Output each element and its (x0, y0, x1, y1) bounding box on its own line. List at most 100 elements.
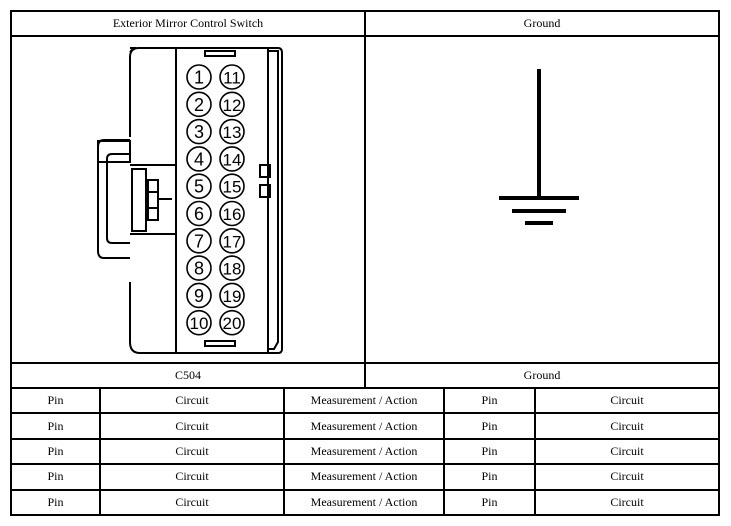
pin-circle (186, 255, 212, 281)
table-cell-text: Pin (47, 469, 64, 484)
table-cell-pin: Pin (10, 437, 101, 466)
pin-number: 18 (223, 260, 242, 279)
pin-number: 20 (223, 314, 242, 333)
table-cell-circuit: Circuit (99, 437, 285, 466)
table-cell-circuit: Circuit (99, 387, 285, 415)
table-cell-circuit: Circuit (534, 463, 720, 491)
pin-number: 10 (190, 314, 209, 333)
pin-circle (219, 282, 245, 309)
table-cell-text: Measurement / Action (310, 418, 418, 433)
pin-number: 1 (194, 68, 204, 88)
left-title-cell: Exterior Mirror Control Switch (10, 10, 366, 37)
pin-circle (219, 309, 245, 336)
connector-label-cell: C504 (10, 362, 366, 389)
table-cell-text: Circuit (175, 469, 209, 484)
pin-circle (219, 91, 245, 118)
table-cell-pin: Pin (10, 488, 101, 516)
table-cell-text: Pin (47, 418, 64, 433)
pin-number: 2 (194, 95, 204, 115)
table-cell-text: Pin (47, 443, 64, 458)
table-cell-text: Circuit (610, 418, 644, 433)
pin-7: 7 (186, 228, 212, 254)
table-cell-text: Pin (481, 469, 498, 484)
ground-label-cell: Ground (364, 362, 720, 389)
table-cell-pin: Pin (443, 387, 536, 415)
pin-number: 6 (194, 204, 204, 224)
table-cell-text: Circuit (610, 393, 644, 408)
pin-number: 16 (223, 205, 242, 224)
left-title: Exterior Mirror Control Switch (112, 16, 264, 30)
pin-number: 7 (194, 231, 204, 251)
table-cell-pin: Pin (443, 463, 536, 491)
pin-15: 15 (219, 173, 245, 199)
pin-circle (186, 64, 212, 90)
pin-number: 17 (223, 232, 242, 251)
pin-13: 13 (219, 118, 245, 145)
table-cell-text: Circuit (610, 469, 644, 484)
pin-5: 5 (186, 173, 212, 199)
table-cell-circuit: Circuit (99, 412, 285, 440)
table-cell-measurement-action: Measurement / Action (283, 488, 445, 516)
pin-circle (219, 64, 245, 90)
table-cell-pin: Pin (443, 437, 536, 466)
table-cell-measurement-action: Measurement / Action (283, 463, 445, 491)
table-cell-text: Pin (481, 443, 498, 458)
pin-10: 10 (186, 309, 212, 336)
table-cell-measurement-action: Measurement / Action (283, 437, 445, 466)
pin-9: 9 (186, 282, 212, 309)
right-title-cell: Ground (364, 10, 720, 37)
pin-number: 11 (223, 69, 241, 88)
table-cell-pin: Pin (10, 387, 101, 415)
table-cell-text: Pin (47, 393, 64, 408)
table-cell-circuit: Circuit (534, 437, 720, 466)
table-cell-circuit: Circuit (99, 463, 285, 491)
table-cell-text: Pin (47, 494, 64, 509)
pin-number: 14 (223, 150, 242, 169)
table-cell-text: Measurement / Action (310, 494, 418, 509)
pin-18: 18 (219, 255, 245, 281)
ground-symbol-icon (499, 69, 579, 225)
table-cell-measurement-action: Measurement / Action (283, 412, 445, 440)
table-cell-text: Measurement / Action (310, 443, 418, 458)
table-cell-text: Circuit (610, 443, 644, 458)
pin-number: 13 (223, 123, 242, 142)
table-cell-circuit: Circuit (534, 412, 720, 440)
pin-20: 20 (219, 309, 245, 336)
pin-8: 8 (186, 255, 212, 281)
connector-diagram-sheet: Exterior Mirror Control Switch Ground (10, 10, 720, 517)
pin-number: 5 (194, 177, 204, 197)
table-cell-text: Pin (481, 494, 498, 509)
table-cell-text: Circuit (175, 393, 209, 408)
ground-image-cell (364, 35, 720, 364)
table-cell-pin: Pin (443, 412, 536, 440)
table-cell-text: Circuit (175, 494, 209, 509)
pin-number: 15 (223, 178, 242, 197)
table-cell-pin: Pin (443, 488, 536, 516)
table-cell-text: Circuit (175, 418, 209, 433)
pin-17: 17 (219, 228, 245, 254)
pin-number: 4 (194, 149, 204, 169)
pin-12: 12 (219, 91, 245, 118)
pin-circle (219, 255, 245, 281)
pin-circle (219, 173, 245, 199)
pin-circle (186, 309, 212, 336)
pin-circle (219, 118, 245, 145)
table-cell-text: Measurement / Action (310, 393, 418, 408)
right-title: Ground (523, 16, 561, 30)
pin-circle (186, 91, 212, 118)
pin-2: 2 (186, 91, 212, 118)
pin-1: 1 (186, 64, 212, 90)
pin-19: 19 (219, 282, 245, 309)
table-cell-text: Measurement / Action (310, 469, 418, 484)
pin-circle (186, 228, 212, 254)
pin-number: 9 (194, 286, 204, 306)
pin-number: 3 (194, 122, 204, 142)
pin-number: 19 (223, 287, 242, 306)
pin-circle (186, 118, 212, 145)
pin-4: 4 (186, 146, 212, 172)
ground-label: Ground (523, 368, 561, 382)
pin-circle (186, 200, 212, 227)
table-cell-text: Circuit (610, 494, 644, 509)
pin-number: 8 (194, 259, 204, 279)
